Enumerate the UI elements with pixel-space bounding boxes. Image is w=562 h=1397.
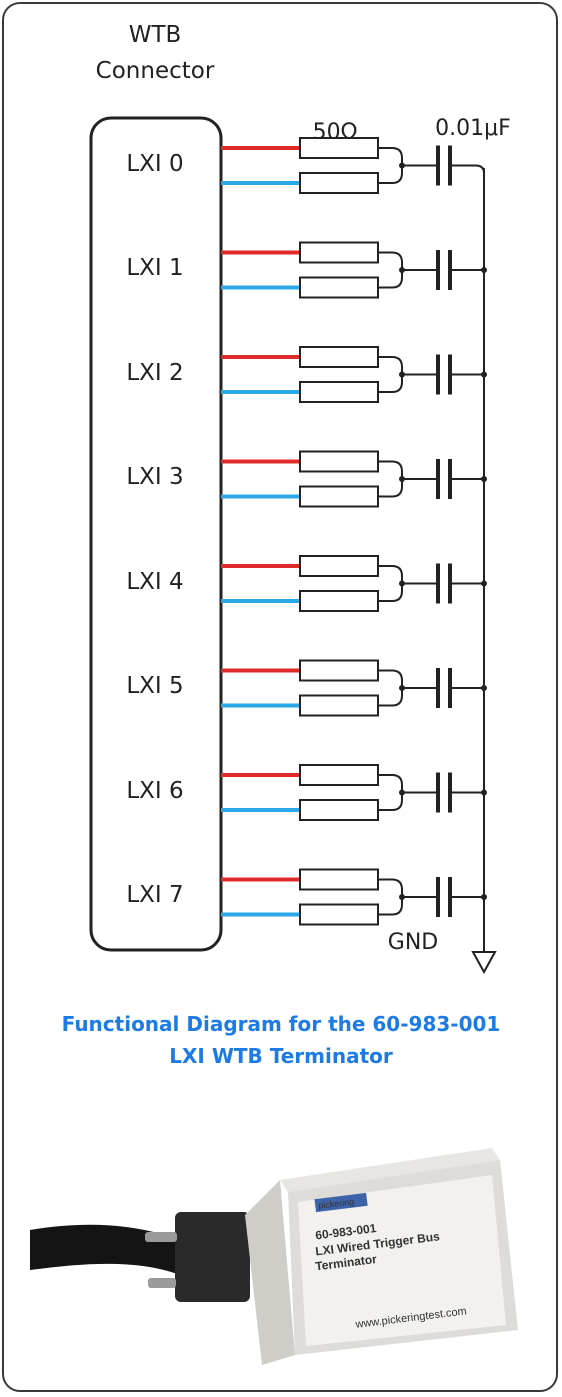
plug-pin-upper [145, 1232, 177, 1242]
brand-text: pickering [318, 1196, 355, 1210]
product-label-area [298, 1175, 506, 1346]
connector-plug [175, 1212, 250, 1302]
channel-label: LXI 6 [126, 777, 184, 804]
channel-label: LXI 4 [126, 568, 184, 595]
resistor-upper [299, 555, 379, 577]
resistor-junction [378, 251, 403, 289]
wtb-connector-box [89, 116, 223, 952]
resistor-junction [378, 669, 403, 707]
capacitor-lead-right [450, 164, 485, 174]
channel-label: LXI 0 [126, 150, 184, 177]
channel-label: LXI 5 [126, 673, 184, 699]
diagram-caption-line2: LXI WTB Terminator [169, 1044, 393, 1068]
resistor-upper [299, 241, 379, 264]
connector-title-line2: Connector [95, 58, 215, 84]
resistor-junction [378, 565, 403, 602]
channel-label: LXI 2 [126, 359, 184, 386]
resistor-lower [299, 590, 379, 612]
resistor-lower [299, 485, 379, 508]
resistor-upper [299, 764, 379, 786]
plug-pin-lower [148, 1278, 176, 1288]
diagram-caption-line1: Functional Diagram for the 60-983-001 [61, 1012, 501, 1036]
resistor-upper [299, 659, 379, 682]
resistor-lower [299, 903, 379, 926]
capacitor-value-label: 0.01μF [435, 116, 511, 141]
terminator-body-top [280, 1148, 500, 1192]
resistor-junction [378, 774, 403, 811]
resistor-upper [299, 137, 379, 159]
resistor-junction [378, 878, 403, 916]
resistor-lower [299, 799, 379, 821]
ground-symbol [471, 951, 497, 975]
terminator-product-photo: pickering 60-983-001 LXI Wired Trigger B… [30, 1148, 518, 1365]
connector-title-line1: WTB [128, 22, 182, 48]
channel-label: LXI 7 [126, 882, 184, 908]
resistor-upper [299, 346, 379, 368]
resistor-junction [378, 460, 403, 498]
channel-label: LXI 3 [126, 464, 184, 490]
resistor-junction [378, 147, 403, 184]
resistor-lower [299, 172, 379, 194]
terminator-body-side [245, 1180, 295, 1365]
resistor-lower [299, 276, 379, 299]
resistor-upper [299, 450, 379, 473]
cable [30, 1224, 180, 1275]
resistor-lower [299, 694, 379, 717]
resistor-upper [299, 868, 379, 891]
brand-badge [314, 1192, 368, 1213]
channel-label: LXI 1 [126, 255, 184, 281]
schematic-diagram [89, 116, 497, 975]
resistor-junction [378, 356, 403, 393]
ground-label: GND [387, 930, 439, 955]
resistor-lower [299, 381, 379, 403]
